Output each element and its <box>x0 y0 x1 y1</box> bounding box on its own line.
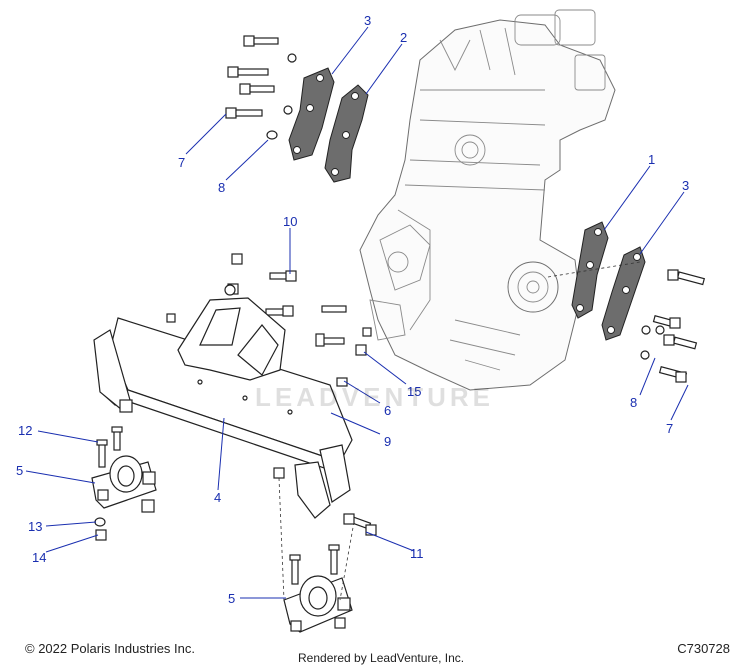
engine-mount-5-bottom <box>273 467 377 633</box>
callout-8-right: 8 <box>630 395 637 410</box>
mount-bracket-2 <box>324 84 369 183</box>
callout-4: 4 <box>214 490 221 505</box>
callout-labels: 3 2 7 8 1 3 10 8 7 15 6 9 12 5 4 13 14 1… <box>16 13 689 606</box>
callout-11: 11 <box>410 546 424 561</box>
callout-7-right: 7 <box>666 421 673 436</box>
engine-mount-5-left <box>91 426 157 541</box>
callout-2: 2 <box>400 30 407 45</box>
mount-plate-3-left <box>288 67 335 161</box>
callout-8-left: 8 <box>218 180 225 195</box>
callout-6: 6 <box>384 403 391 418</box>
copyright-text: © 2022 Polaris Industries Inc. <box>25 641 195 656</box>
callout-12: 12 <box>18 423 32 438</box>
figure-code: C730728 <box>677 641 730 656</box>
rendered-by-text: Rendered by LeadVenture, Inc. <box>298 651 465 665</box>
mount-plate-3-right <box>601 246 646 341</box>
callout-5-left: 5 <box>16 463 23 478</box>
watermark: LEADVENTURE <box>255 382 495 412</box>
left-upper-bolts <box>225 35 297 140</box>
callout-13: 13 <box>28 519 42 534</box>
engine <box>359 9 616 391</box>
callout-7-left: 7 <box>178 155 185 170</box>
leader-lines <box>25 26 689 599</box>
crossmember-bracket-4 <box>93 284 353 519</box>
callout-9: 9 <box>384 434 391 449</box>
right-bolts <box>640 269 706 383</box>
callout-1: 1 <box>648 152 655 167</box>
callout-5-bottom: 5 <box>228 591 235 606</box>
callout-3-right: 3 <box>682 178 689 193</box>
callout-10: 10 <box>283 214 297 229</box>
callout-14: 14 <box>32 550 46 565</box>
callout-15: 15 <box>407 384 421 399</box>
callout-3-top: 3 <box>364 13 371 28</box>
